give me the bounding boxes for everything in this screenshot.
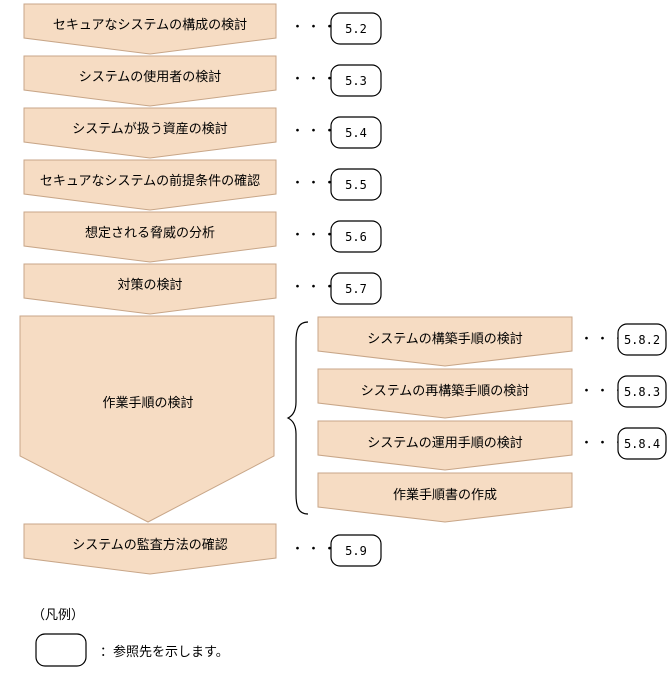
reference-number: 5.2 [345,22,367,36]
substep-1: システムの構築手順の検討 [317,316,573,367]
leader-dots: ・・・ [291,176,339,191]
substep-label: システムの再構築手順の検討 [361,383,530,399]
leader-dots: ・・・ [580,384,628,399]
ref-5-8-2: ・・・ 5.8.2 [580,323,667,356]
step-4: セキュアなシステムの前提条件の確認 [23,159,277,211]
ref-5-9: ・・・ 5.9 [291,534,382,567]
reference-box [330,116,382,149]
ref-5-6: ・・・ 5.6 [291,220,382,253]
step-label: セキュアなシステムの構成の検討 [53,17,247,33]
step-label: システムの監査方法の確認 [72,537,228,553]
reference-number: 5.8.4 [624,437,660,451]
step-label: 作業手順の検討 [102,395,193,411]
step-label: 想定される脅威の分析 [85,225,215,241]
substep-label: システムの構築手順の検討 [367,331,523,347]
reference-box [330,534,382,567]
ref-5-3: ・・・ 5.3 [291,64,382,97]
leader-dots: ・・・ [291,228,339,243]
leader-dots: ・・・ [580,436,628,451]
ref-5-7: ・・・ 5.7 [291,272,382,305]
reference-number: 5.6 [345,230,367,244]
ref-5-8-4: ・・・ 5.8.4 [580,427,667,460]
reference-number: 5.8.3 [624,385,660,399]
legend-reference-box [35,633,87,667]
leader-dots: ・・・ [291,280,339,295]
substep-3: システムの運用手順の検討 [317,420,573,471]
reference-box [330,220,382,253]
leader-dots: ・・・ [291,20,339,35]
step-8: システムの監査方法の確認 [23,523,277,575]
step-6: 対策の検討 [23,263,277,315]
reference-box [617,375,667,408]
reference-box [330,64,382,97]
leader-dots: ・・・ [291,542,339,557]
reference-number: 5.8.2 [624,333,660,347]
leader-dots: ・・・ [291,72,339,87]
ref-5-2: ・・・ 5.2 [291,12,382,45]
step-label: セキュアなシステムの前提条件の確認 [40,173,260,189]
reference-box [330,12,382,45]
step-5: 想定される脅威の分析 [23,211,277,263]
reference-box [617,323,667,356]
step-label: システムが扱う資産の検討 [72,121,228,137]
reference-number: 5.4 [345,126,367,140]
reference-box [617,427,667,460]
reference-box [330,168,382,201]
reference-number: 5.5 [345,178,367,192]
substep-2: システムの再構築手順の検討 [317,368,573,419]
substep-label: 作業手順書の作成 [393,487,497,503]
reference-number: 5.9 [345,544,367,558]
leader-dots: ・・・ [291,124,339,139]
ref-5-4: ・・・ 5.4 [291,116,382,149]
reference-box [330,272,382,305]
ref-5-8-3: ・・・ 5.8.3 [580,375,667,408]
step-label: 対策の検討 [117,277,182,293]
reference-number: 5.7 [345,282,367,296]
legend-description: ：参照先を示します。 [100,645,229,660]
step-label: システムの使用者の検討 [79,69,222,85]
step-3: システムが扱う資産の検討 [23,107,277,159]
legend-title: （凡例） [32,608,85,623]
substep-label: システムの運用手順の検討 [367,435,523,451]
step-7-work-procedure: 作業手順の検討 [19,315,275,523]
step-2: システムの使用者の検討 [23,55,277,107]
ref-5-5: ・・・ 5.5 [291,168,382,201]
reference-number: 5.3 [345,74,367,88]
leader-dots: ・・・ [580,332,628,347]
substep-4: 作業手順書の作成 [317,472,573,523]
step-1: セキュアなシステムの構成の検討 [23,3,277,55]
grouping-brace [286,321,309,515]
